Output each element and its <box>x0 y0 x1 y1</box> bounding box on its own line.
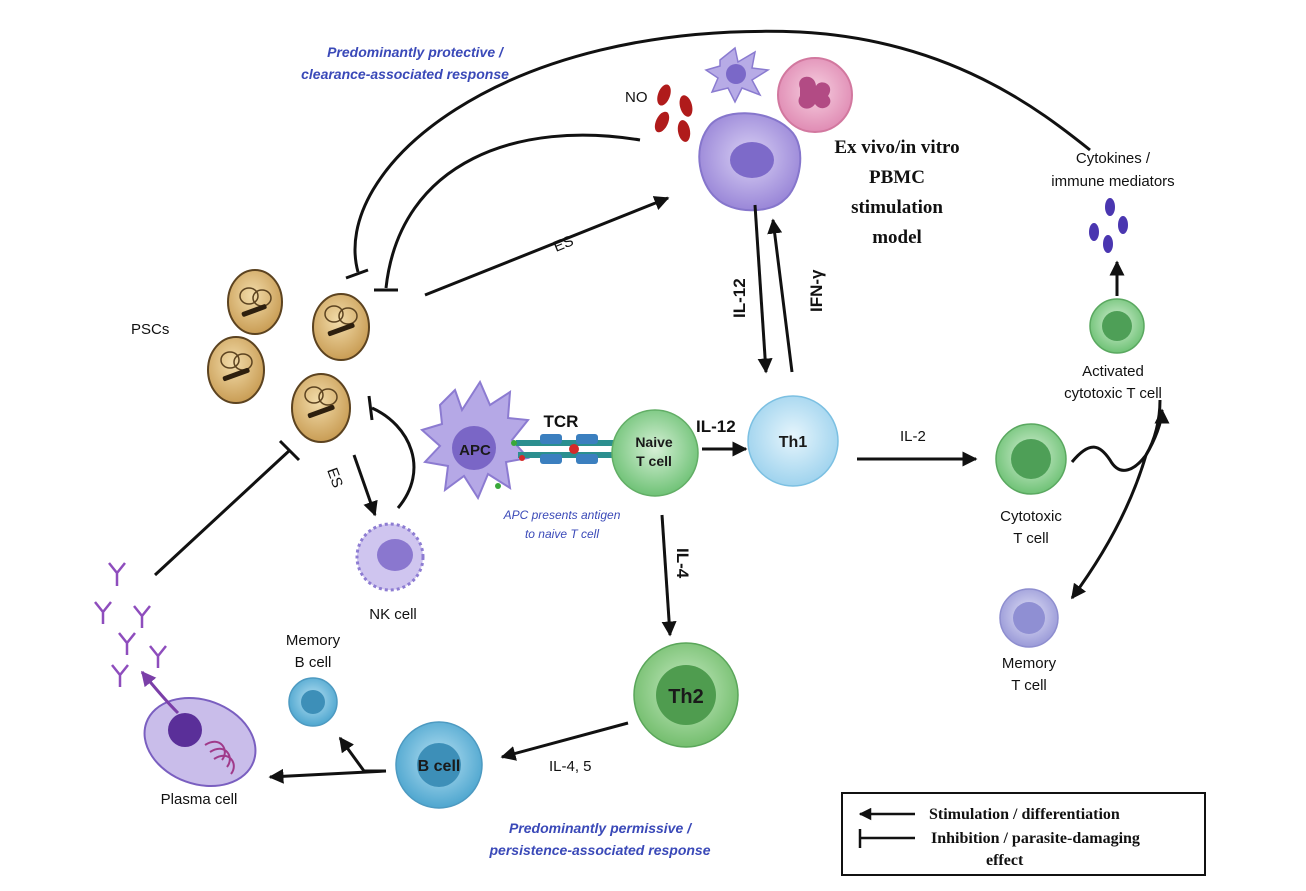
pscs-label: PSCs <box>131 321 169 338</box>
th2-to-bcell-arrow <box>500 721 629 761</box>
to-memory-t-arrow <box>1070 454 1148 600</box>
tcr-label: TCR <box>544 412 579 431</box>
legend-inhibition-text-line2: effect <box>986 852 1024 869</box>
permissive-title-line1: Predominantly permissive / <box>509 820 693 836</box>
memory-b-cell-icon <box>288 677 338 727</box>
memory-b-label-line1: Memory <box>286 632 341 649</box>
nk-cell-icon <box>355 522 425 592</box>
naive-label-line2: T cell <box>636 453 672 469</box>
immune-mediator-particles <box>1089 198 1128 253</box>
activated-ctl-label-line1: Activated <box>1082 363 1144 380</box>
no-particles <box>654 84 693 142</box>
pbmc-title-line3: stimulation <box>851 197 943 218</box>
activated-ctl-label-line2: cytotoxic T cell <box>1064 385 1162 402</box>
plasma-cell-icon <box>143 696 257 788</box>
memory-t-label-line2: T cell <box>1011 677 1047 694</box>
antibody-inhibit-line <box>153 448 292 577</box>
nk-inhibit-bar <box>367 395 374 421</box>
naive-label-line1: Naive <box>635 434 673 450</box>
plasma-to-antibody-arrow <box>140 670 180 715</box>
no-label: NO <box>625 89 648 106</box>
th1-label: Th1 <box>779 434 808 451</box>
b-cell-icon <box>395 721 483 809</box>
antibody-icons <box>94 562 167 687</box>
antibody-inhibit-bar <box>278 439 301 462</box>
il12-down-arrow <box>753 204 773 374</box>
memory-t-cell-icon <box>999 588 1059 648</box>
nk-inhibit-line <box>371 406 416 509</box>
macrophage-icon <box>698 112 802 212</box>
cytotoxic-label-line1: Cytotoxic <box>1000 508 1062 525</box>
legend-box: Stimulation / differentiation Inhibition… <box>841 792 1206 876</box>
cytokines-label-line2: immune mediators <box>1051 173 1174 190</box>
psc-cyst-4 <box>291 373 351 443</box>
es-to-nk-arrow <box>352 454 378 517</box>
nk-cell-label: NK cell <box>369 606 417 623</box>
top-arc-line <box>353 29 1091 273</box>
permissive-title-line2: persistence-associated response <box>489 842 711 858</box>
es-to-macrophage-arrow <box>424 196 670 297</box>
cytotoxic-t-cell-icon <box>995 423 1067 495</box>
neutrophil-icon <box>777 57 853 133</box>
tcr-complex-icon <box>495 434 616 489</box>
th1-cell-icon <box>747 395 839 487</box>
il12-arrow-label: IL-12 <box>696 417 736 436</box>
th2-label: Th2 <box>668 686 704 708</box>
psc-cyst-3 <box>207 336 265 404</box>
cytokines-label-line1: Cytokines / <box>1076 150 1151 167</box>
memory-b-label-line2: B cell <box>295 654 332 671</box>
naive-t-cell-icon <box>611 409 699 497</box>
psc-cyst-2 <box>312 293 370 361</box>
il4-label: IL-4 <box>673 548 692 579</box>
top-arc-inhibit-bar <box>345 268 369 280</box>
il45-label: IL-4, 5 <box>549 758 592 775</box>
apc-caption-line1: APC presents antigen <box>503 508 621 522</box>
es-left-label: ES <box>323 466 346 491</box>
il12-vertical-label: IL-12 <box>730 278 749 318</box>
protective-title-line1: Predominantly protective / <box>327 44 505 60</box>
apc-cell-icon <box>419 379 530 501</box>
naive-to-th2-arrow <box>660 514 677 637</box>
memory-t-label-line1: Memory <box>1002 655 1057 672</box>
pbmc-title-line1: Ex vivo/in vitro <box>834 137 959 158</box>
legend-inhibition-text-line1: Inhibition / parasite-damaging <box>931 830 1140 847</box>
ifn-gamma-label: IFN-γ <box>807 269 826 312</box>
legend-stimulation-text: Stimulation / differentiation <box>929 806 1120 823</box>
il2-label: IL-2 <box>900 428 926 445</box>
apc-caption-line2: to naive T cell <box>525 527 599 541</box>
no-inhibit-line <box>384 133 641 289</box>
ifn-up-arrow <box>767 218 794 373</box>
dendritic-cell-small-icon <box>704 46 771 104</box>
th2-cell-icon <box>633 642 739 748</box>
activated-cytotoxic-cell <box>1089 298 1145 354</box>
protective-title-line2: clearance-associated response <box>301 66 509 82</box>
bcell-label: B cell <box>418 758 461 775</box>
psc-cyst-1 <box>227 269 283 335</box>
bcell-to-memory-b-arrow <box>338 736 366 772</box>
pbmc-title-line4: model <box>872 227 922 248</box>
to-activated-arrow <box>1144 408 1170 456</box>
es-top-label: ES <box>551 232 576 255</box>
cytotoxic-label-line2: T cell <box>1013 530 1049 547</box>
plasma-cell-label: Plasma cell <box>161 791 238 808</box>
pbmc-title-line2: PBMC <box>869 167 925 188</box>
apc-label: APC <box>459 442 491 459</box>
bcell-to-plasma-arrow <box>268 768 387 784</box>
cytotoxic-branch-curve <box>1070 399 1162 472</box>
